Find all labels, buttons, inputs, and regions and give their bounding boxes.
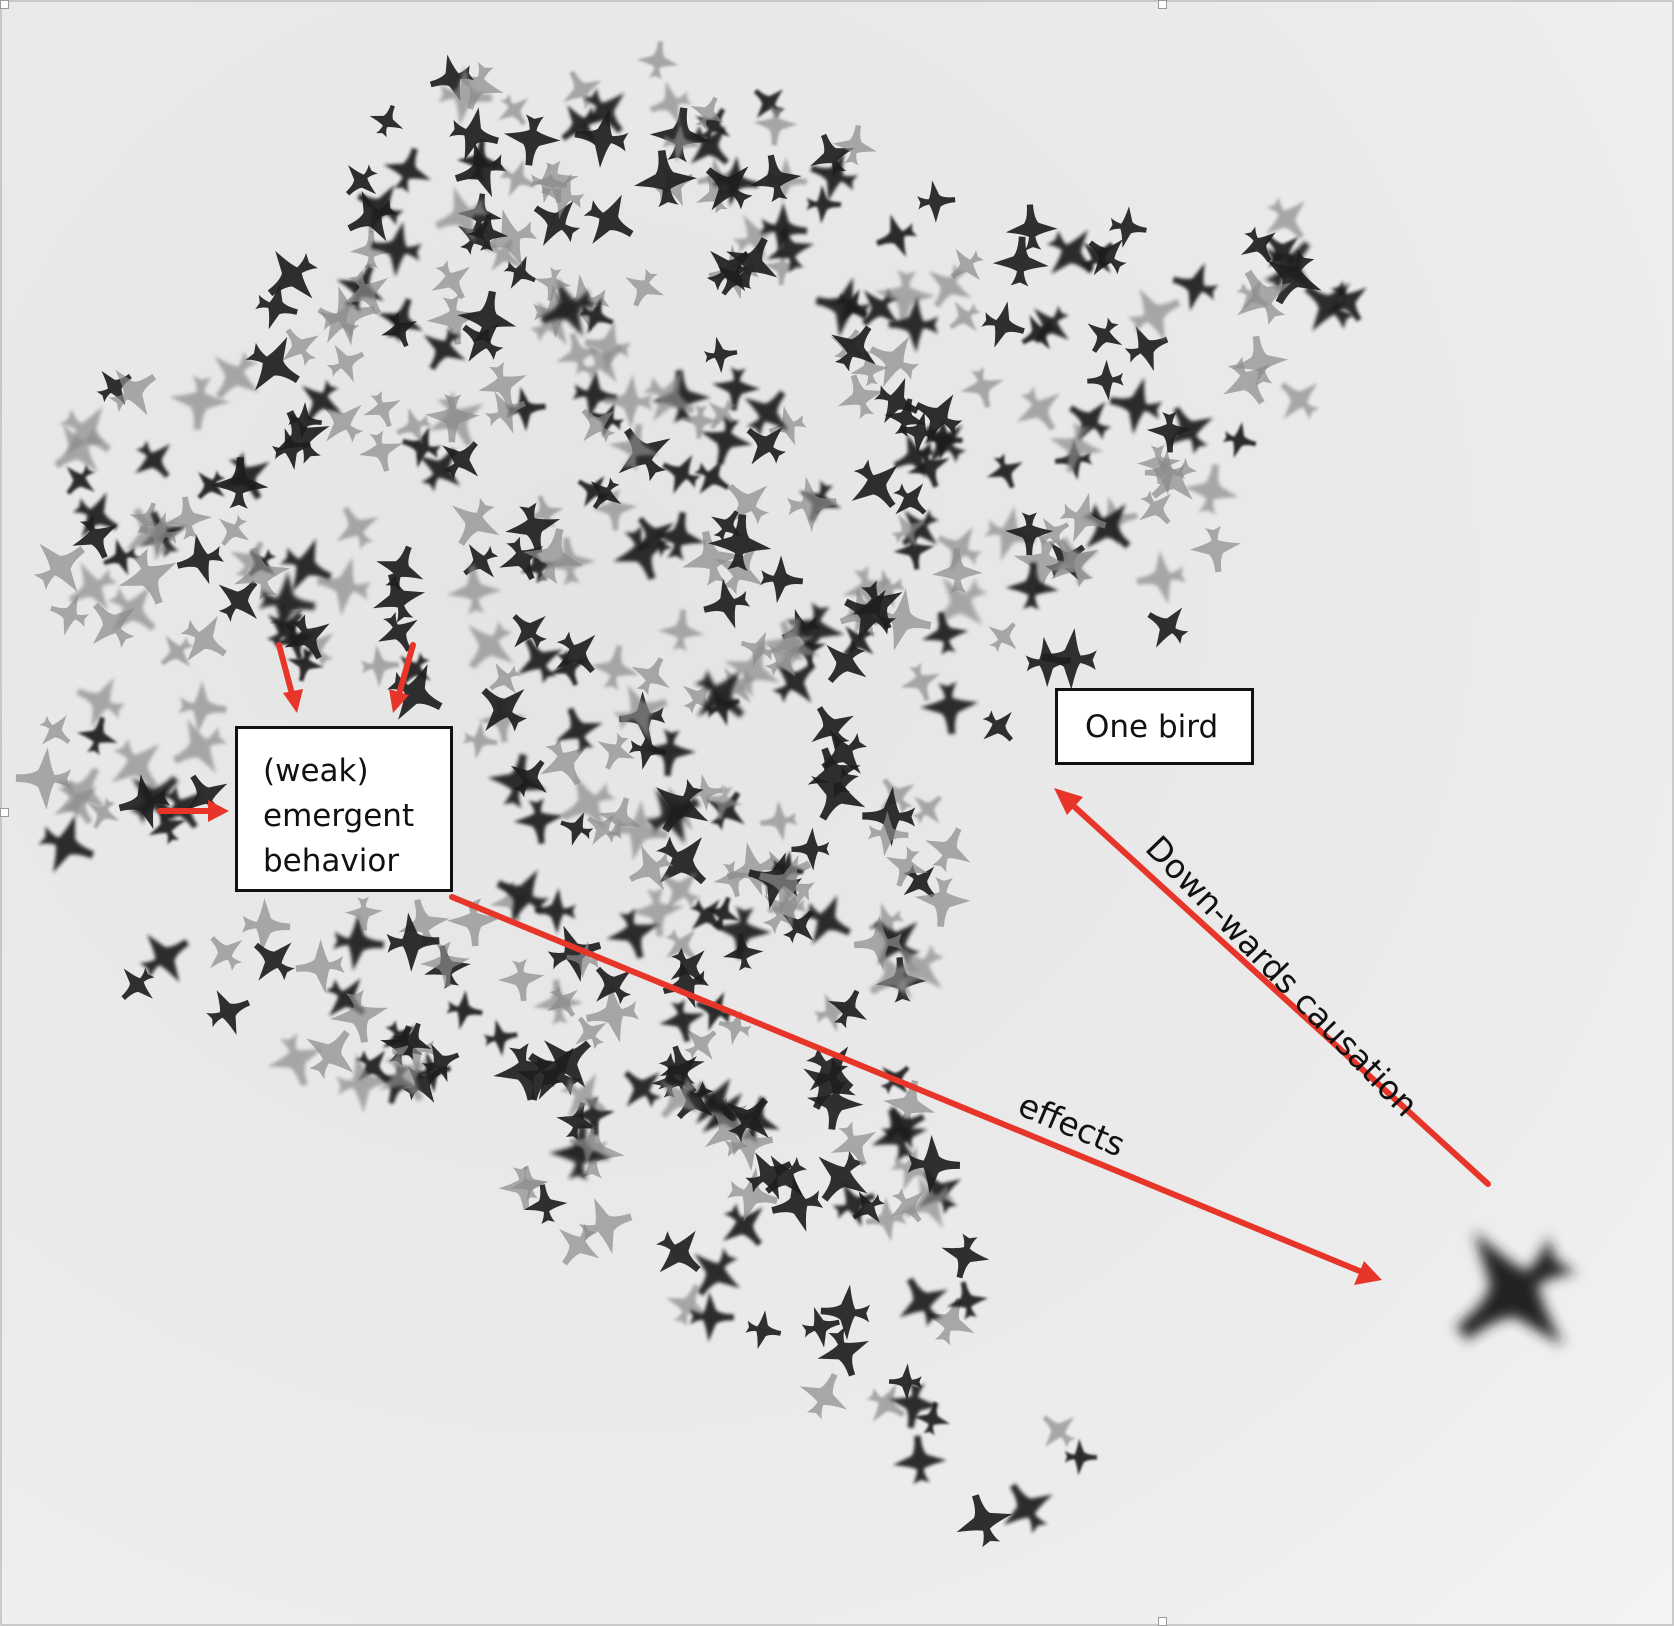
emergent-behavior-line-2: emergent	[263, 798, 415, 834]
frame-handle-top-left	[0, 0, 9, 9]
emergent-behavior-line-3: behavior	[263, 843, 400, 879]
input-arrow-top-right	[389, 642, 416, 713]
emergent-behavior-box: (weak) emergent behavior	[235, 726, 453, 892]
downward-causation-arrow	[1054, 788, 1491, 1187]
emergent-behavior-line-1: (weak)	[263, 753, 369, 789]
input-arrow-top-left	[276, 642, 303, 713]
one-bird-box: One bird	[1055, 688, 1254, 765]
frame-handle-bottom	[1158, 1617, 1167, 1626]
input-arrow-left	[157, 800, 229, 822]
frame-handle-top	[1158, 0, 1167, 9]
effects-arrow	[449, 894, 1382, 1285]
frame-handle-left	[0, 808, 9, 817]
